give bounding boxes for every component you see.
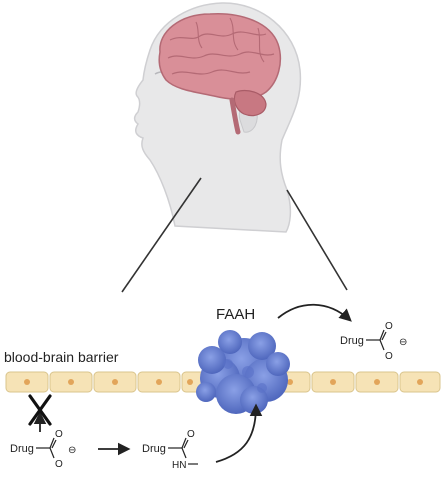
barrier-label: blood-brain barrier	[4, 349, 119, 365]
product-charge: ⊖	[399, 337, 407, 348]
amide-oxygen-top: O	[187, 429, 195, 440]
cell-nucleus	[156, 379, 162, 385]
faah-label: FAAH	[216, 306, 255, 323]
cell-nucleus	[112, 379, 118, 385]
zoom-line-right	[286, 189, 348, 291]
cell-nucleus	[24, 379, 30, 385]
acid-drug-label: Drug	[10, 443, 34, 455]
cell-nucleus	[187, 379, 193, 385]
amide-drug-label: Drug	[142, 443, 166, 455]
cell-nucleus	[417, 379, 423, 385]
product-oxygen-bottom: O	[385, 351, 393, 362]
product-molecule: Drug O O ⊖	[340, 321, 407, 362]
product-drug-label: Drug	[340, 335, 364, 347]
acid-oxygen-top: O	[55, 429, 63, 440]
arrow-faah-to-product	[277, 303, 352, 322]
product-oxygen-top: O	[385, 321, 393, 332]
acid-molecule: Drug O O ⊖	[10, 429, 76, 470]
cell-nucleus	[68, 379, 74, 385]
brain-icon	[158, 13, 282, 135]
blocked-x-icon	[28, 394, 52, 426]
acid-charge: ⊖	[68, 445, 76, 456]
zoom-line-left	[121, 177, 202, 293]
faah-enzyme-icon	[196, 330, 290, 414]
acid-oxygen-bottom: O	[55, 459, 63, 470]
amide-nh-label: HN	[172, 460, 186, 471]
cell-nucleus	[374, 379, 380, 385]
cell-nucleus	[287, 379, 293, 385]
blocked-crossing	[28, 394, 52, 432]
amide-molecule: Drug O HN	[142, 429, 198, 471]
arrow-amide-to-faah	[215, 403, 263, 463]
cell-nucleus	[330, 379, 336, 385]
